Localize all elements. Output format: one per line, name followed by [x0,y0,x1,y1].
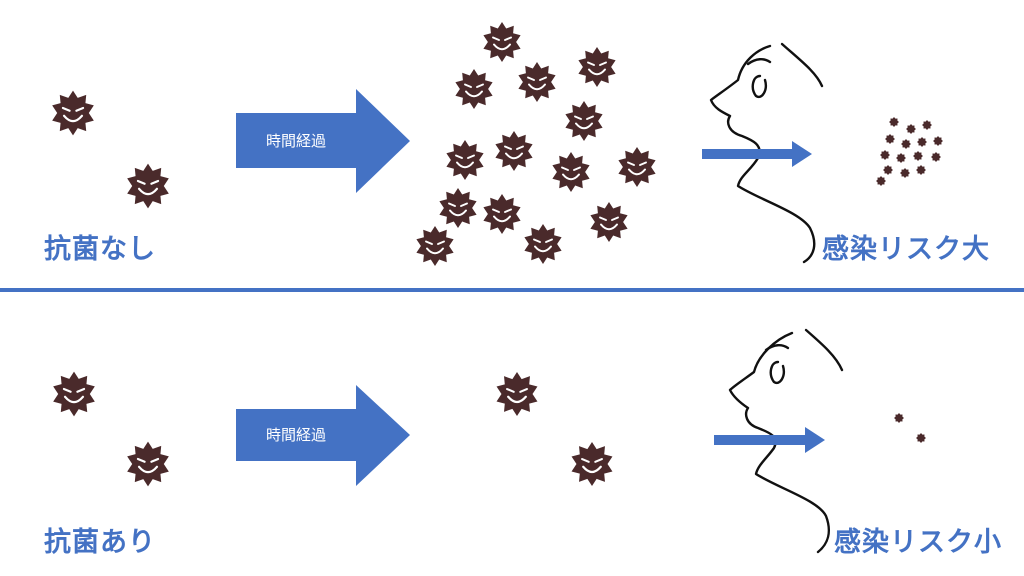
germ-icon [564,100,604,142]
breath-arrow [714,427,825,453]
germ-icon [51,89,95,137]
germ-icon [517,61,557,103]
panel-without-antibacterial: 時間経過 [51,21,943,267]
particle-icon [894,413,904,423]
germ-icon [617,146,657,188]
germ-icon [495,370,539,418]
block-arrow-right-icon [236,385,410,486]
germ-icon [577,46,617,88]
particle-icon [900,168,910,178]
particle-icon [906,124,916,134]
germ-icon [482,193,522,235]
face-profile-icon [728,328,844,554]
label-low-infection-risk: 感染リスク小 [834,527,1002,558]
inhaled-particles [876,117,943,186]
label-high-infection-risk: 感染リスク大 [822,234,990,265]
particle-icon [931,152,941,162]
particle-icon [933,136,943,146]
panel-with-antibacterial: 時間経過 [52,328,926,554]
particle-icon [876,176,886,186]
particle-icon [889,117,899,127]
breath-arrow [702,141,812,167]
particle-icon [901,139,911,149]
inhaled-particles [894,413,926,443]
arrow-right-icon [702,141,812,167]
particle-icon [883,165,893,175]
germ-icon [570,440,614,488]
particle-icon [880,150,890,160]
label-without-antibacterial: 抗菌なし [44,234,156,265]
particle-icon [922,120,932,130]
time-arrow: 時間経過 [236,89,410,193]
particle-icon [916,433,926,443]
arrow-label: 時間経過 [266,132,326,150]
label-with-antibacterial: 抗菌あり [44,527,156,558]
germ-icon [454,68,494,110]
particle-icon [916,165,926,175]
particle-icon [885,134,895,144]
germ-group-before [51,89,170,210]
germ-icon [415,225,455,267]
germ-icon [482,21,522,63]
time-arrow: 時間経過 [236,385,410,486]
particle-icon [917,137,927,147]
germ-icon [438,187,478,229]
particle-icon [913,151,923,161]
germ-icon [445,139,485,181]
particle-icon [896,153,906,163]
block-arrow-right-icon [236,89,410,193]
arrow-right-icon [714,427,825,453]
face-profile-icon [709,42,824,264]
arrow-label: 時間経過 [266,426,326,444]
germ-icon [551,151,591,193]
germ-icon [52,370,96,418]
germ-group-after [495,370,614,488]
germ-icon [523,223,563,265]
germ-icon [589,201,629,243]
germ-group-after [415,21,657,267]
divider-line [0,288,1024,292]
germ-group-before [52,370,170,488]
germ-icon [494,130,534,172]
germ-icon [126,162,170,210]
germ-icon [126,440,170,488]
